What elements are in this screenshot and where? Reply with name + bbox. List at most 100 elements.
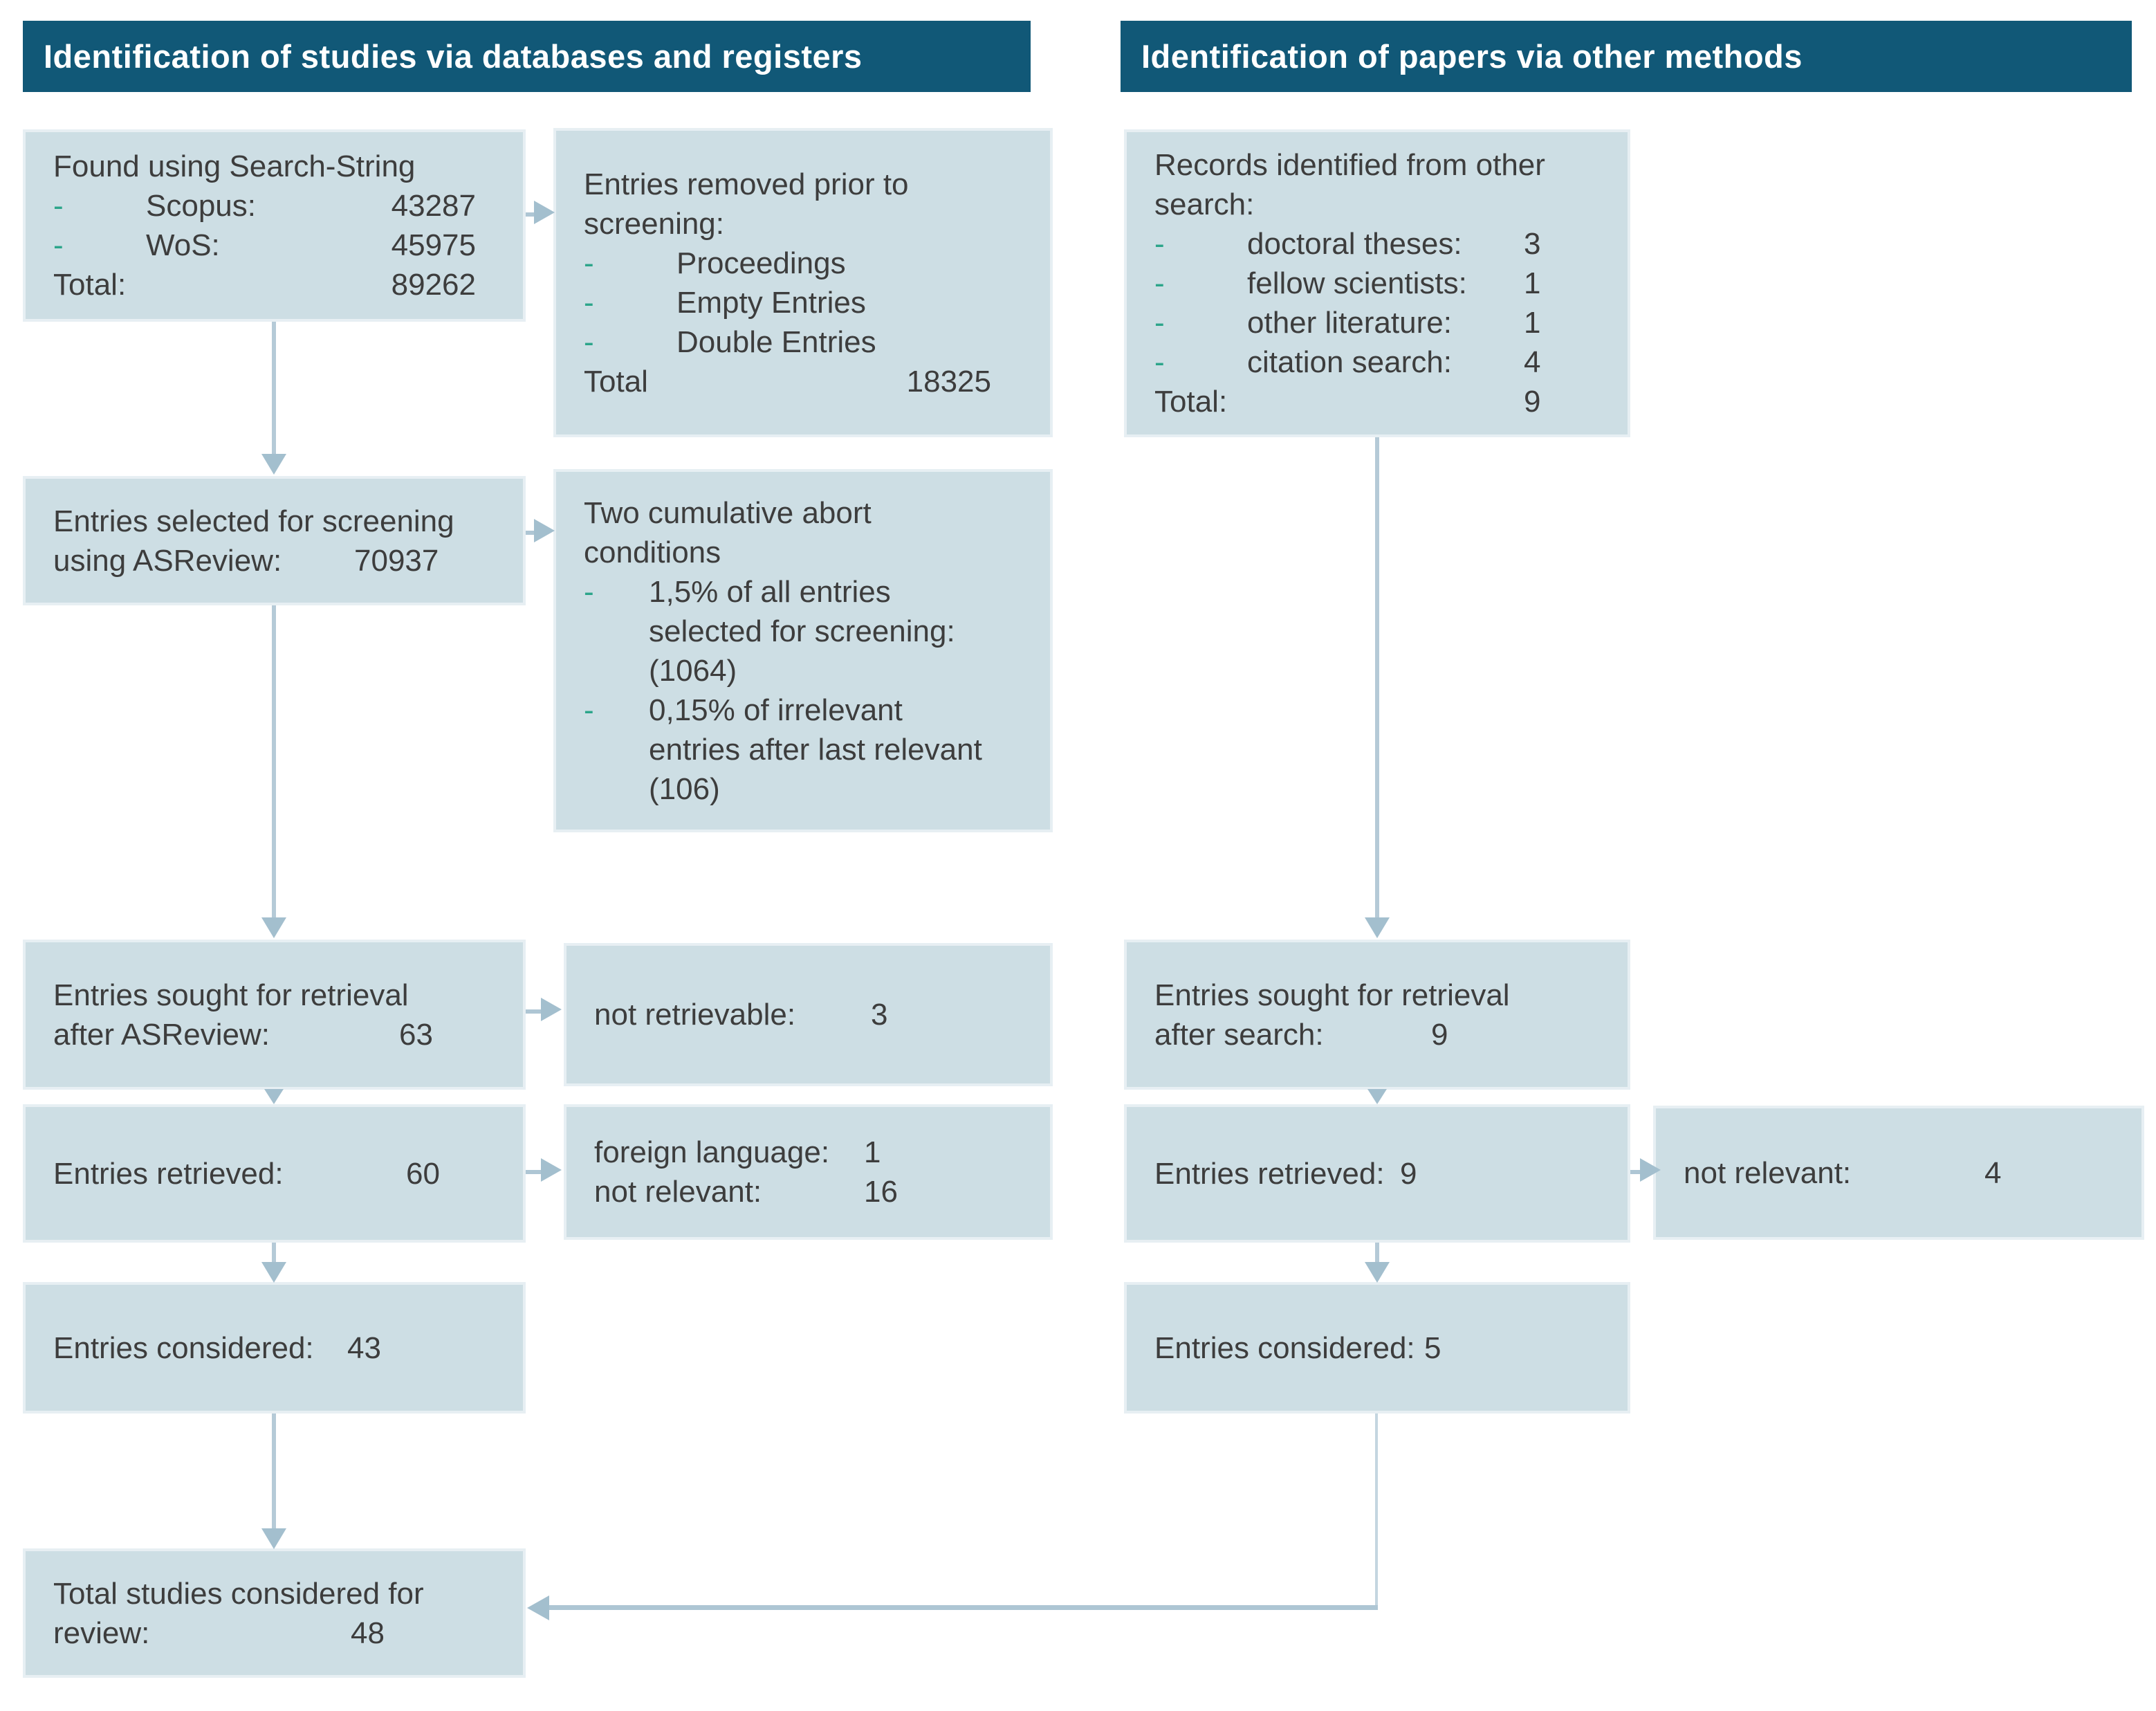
item-label: fellow scientists: xyxy=(1247,266,1467,300)
item-value: 43287 xyxy=(391,189,476,223)
value-row: Entries retrieved: 60 xyxy=(53,1154,495,1193)
total-label: Total: xyxy=(53,268,127,302)
box-entries-retrieved-left: Entries retrieved: 60 xyxy=(23,1104,526,1243)
row-value: 3 xyxy=(871,998,888,1032)
box-sought-for-retrieval-left: Entries sought for retrieval after ASRev… xyxy=(23,940,526,1090)
arrow-head-right-icon xyxy=(541,1158,562,1182)
arrow-head-left-icon xyxy=(527,1595,549,1620)
row-label: not retrievable: xyxy=(594,998,796,1032)
box-title-line1: Entries selected for screening xyxy=(53,504,454,538)
arrow-line-retrieved-to-excluded xyxy=(526,1170,542,1174)
total-label: Total: xyxy=(1154,385,1228,419)
box-title-line1: Records identified from other xyxy=(1154,148,1545,182)
value-row: Entries retrieved: 9 xyxy=(1154,1154,1600,1193)
row-label: review: xyxy=(53,1616,150,1650)
row-label: Entries considered: xyxy=(1154,1330,1415,1365)
dash-bullet: - xyxy=(584,246,594,280)
total-row: Total: 89262 xyxy=(53,265,495,304)
row-label: using ASReview: xyxy=(53,543,282,578)
item-label: Double Entries xyxy=(676,324,876,359)
box-entries-considered-right: Entries considered: 5 xyxy=(1124,1282,1630,1413)
box-title-line1: Entries removed prior to xyxy=(584,167,909,201)
arrow-head-down-icon xyxy=(261,1528,286,1549)
value-row: Entries considered: 5 xyxy=(1154,1328,1600,1368)
arrow-line-screening-to-sought xyxy=(272,605,276,917)
row-value: 1 xyxy=(864,1135,881,1169)
list-item: - Proceedings xyxy=(584,244,1022,283)
item-value: 1 xyxy=(1524,266,1541,300)
total-row: Total 18325 xyxy=(584,362,1022,401)
row-label: not relevant: xyxy=(594,1175,762,1209)
row-value: 5 xyxy=(1424,1330,1441,1365)
total-row: Total: 9 xyxy=(1154,382,1600,421)
box-not-retrievable: not retrievable: 3 xyxy=(564,943,1053,1086)
row-label: foreign language: xyxy=(594,1135,830,1169)
box-title-line1: Entries sought for retrieval xyxy=(53,978,409,1012)
arrow-head-down-icon xyxy=(1365,1262,1390,1283)
arrow-line-retrieved-to-considered-right xyxy=(1375,1243,1379,1262)
right-column-header: Identification of papers via other metho… xyxy=(1121,21,2132,92)
arrow-head-right-icon xyxy=(534,201,555,224)
arrow-head-down-icon xyxy=(1365,917,1390,938)
row-label: after ASReview: xyxy=(53,1017,270,1052)
row-value: 16 xyxy=(864,1175,898,1209)
list-item: - Scopus: 43287 xyxy=(53,186,495,226)
row-label: Entries retrieved: xyxy=(1154,1156,1385,1191)
item-label: Scopus: xyxy=(146,189,256,223)
item-value: 45975 xyxy=(391,228,476,262)
box-title-line2: screening: xyxy=(584,206,725,241)
list-item: - Double Entries xyxy=(584,322,1022,362)
row-label: not relevant: xyxy=(1684,1155,1852,1190)
value-row: after search: 9 xyxy=(1154,1015,1600,1054)
arrow-line-retrieved-to-considered xyxy=(272,1243,276,1262)
value-row: review: 48 xyxy=(53,1613,495,1653)
arrow-head-right-icon xyxy=(541,998,562,1021)
arrow-line-found-to-removed xyxy=(526,212,535,217)
item-label: Proceedings xyxy=(676,246,846,280)
row-value: 48 xyxy=(351,1616,385,1650)
box-total-studies: Total studies considered for review: 48 xyxy=(23,1548,526,1678)
right-header-label: Identification of papers via other metho… xyxy=(1141,38,1803,75)
arrow-line-sought-to-notretrievable xyxy=(526,1009,542,1014)
arrow-line-considered-to-total xyxy=(272,1413,276,1528)
box-not-relevant-right: not relevant: 4 xyxy=(1653,1106,2144,1240)
arrow-line-screening-to-abort xyxy=(526,531,535,535)
item-label: citation search: xyxy=(1247,345,1452,379)
box-title-line1: Total studies considered for xyxy=(53,1576,424,1611)
box-found-using-search-string: Found using Search-String - Scopus: 4328… xyxy=(23,129,526,322)
item-value: 1 xyxy=(1524,306,1541,340)
dash-bullet: - xyxy=(584,693,594,727)
item-label: other literature: xyxy=(1247,306,1452,340)
box-title-line2: search: xyxy=(1154,187,1255,221)
dash-bullet: - xyxy=(53,189,64,223)
box-abort-conditions: Two cumulative abort conditions - 1,5% o… xyxy=(553,469,1053,832)
dash-bullet: - xyxy=(53,228,64,262)
list-item: - citation search: 4 xyxy=(1154,342,1600,382)
item-value: 4 xyxy=(1524,345,1541,379)
box-entries-retrieved-right: Entries retrieved: 9 xyxy=(1124,1104,1630,1243)
box-entries-considered-left: Entries considered: 43 xyxy=(23,1282,526,1413)
list-item: - other literature: 1 xyxy=(1154,303,1600,342)
box-title-line2: conditions xyxy=(584,535,721,569)
dash-bullet: - xyxy=(584,324,594,359)
value-row: Entries considered: 43 xyxy=(53,1328,495,1368)
box-records-other-search: Records identified from other search: - … xyxy=(1124,129,1630,437)
list-item: - 1,5% of all entries selected for scree… xyxy=(584,572,1022,690)
arrow-head-down-icon xyxy=(261,1262,286,1283)
row-value: 9 xyxy=(1431,1017,1448,1052)
arrow-head-down-icon xyxy=(1367,1089,1387,1104)
total-label: Total xyxy=(584,364,648,399)
list-item: - WoS: 45975 xyxy=(53,226,495,265)
dash-bullet: - xyxy=(1154,227,1165,261)
box-title-line1: Entries sought for retrieval xyxy=(1154,978,1510,1012)
left-column-header: Identification of studies via databases … xyxy=(23,21,1031,92)
value-row: not retrievable: 3 xyxy=(594,995,1022,1034)
list-item: - doctoral theses: 3 xyxy=(1154,224,1600,264)
total-value: 9 xyxy=(1524,385,1541,419)
list-item: - fellow scientists: 1 xyxy=(1154,264,1600,303)
dash-bullet: - xyxy=(584,285,594,320)
box-entries-removed: Entries removed prior to screening: - Pr… xyxy=(553,128,1053,437)
arrow-head-right-icon xyxy=(1640,1158,1661,1182)
box-title-line1: Two cumulative abort xyxy=(584,495,872,530)
